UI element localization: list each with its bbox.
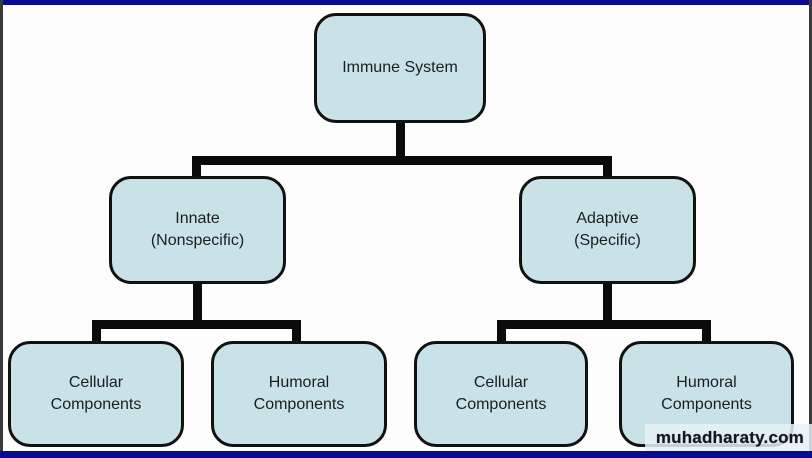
connector-level1-horizontal [192,156,612,165]
connector-stub-innate-humoral [292,320,301,343]
node-label-line1: Humoral [268,373,330,391]
node-innate-cellular-components: Cellular Components [8,341,184,447]
node-adaptive: Adaptive (Specific) [519,176,696,284]
node-label-line1: Innate [175,209,220,227]
frame-bottom-bar [0,451,812,458]
node-label-line1: Adaptive [576,209,639,227]
connector-stub-adaptive-humoral [702,320,711,343]
connector-innate-vertical [193,283,202,326]
watermark-strip: muhadharaty.com [645,424,812,451]
node-label-line2: (Specific) [574,232,641,249]
frame-right-bar [809,0,812,458]
connector-stub-adaptive-cellular [497,320,506,343]
node-label-line1: Cellular [473,373,529,391]
connector-stub-innate-cellular [92,320,101,343]
connector-stub-adaptive [603,156,612,179]
frame-top-bar [0,0,812,5]
node-label-line2: (Nonspecific) [150,232,245,249]
node-innate: Innate (Nonspecific) [109,176,286,284]
connector-innate-children-horizontal [92,320,301,329]
node-label-line2: Components [455,396,547,413]
node-label: Immune System [342,58,458,76]
node-label-line1: Humoral [676,373,737,391]
node-innate-humoral-components: Humoral Components [211,341,387,447]
connector-root-vertical [396,122,405,165]
node-label-line2: Components [661,396,752,413]
connector-adaptive-vertical [603,283,612,326]
frame-left-bar [0,0,3,458]
node-adaptive-cellular-components: Cellular Components [414,341,588,447]
node-label-line1: Cellular [68,373,124,391]
node-label-line2: Components [253,396,345,413]
connector-adaptive-children-horizontal [497,320,711,329]
connector-stub-innate [192,156,201,179]
node-immune-system: Immune System [314,13,486,123]
node-label-line2: Components [50,396,142,413]
watermark-text: muhadharaty.com [655,427,804,447]
